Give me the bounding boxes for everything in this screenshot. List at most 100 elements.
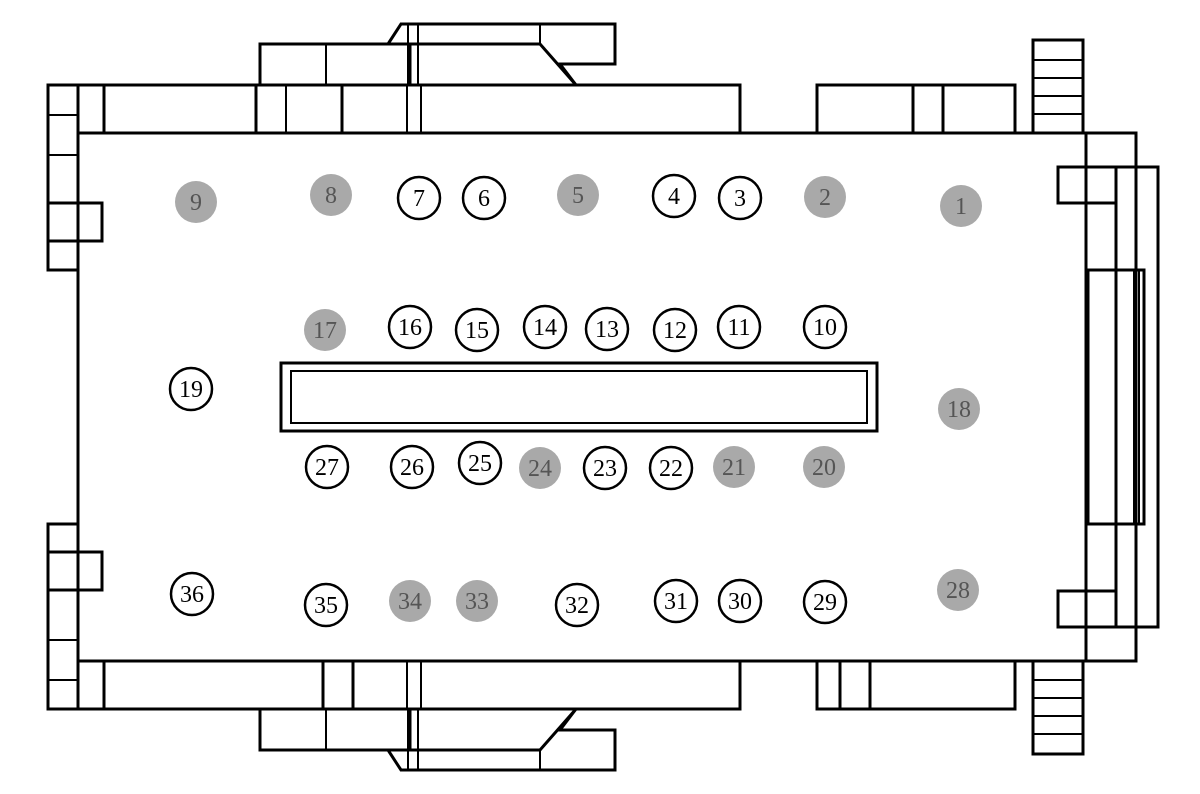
marker-circle <box>937 569 979 611</box>
marker-label: 6 <box>478 186 490 212</box>
marker-label: 19 <box>179 377 203 403</box>
marker-circle <box>304 309 346 351</box>
marker-23: 23 <box>582 445 628 491</box>
marker-label: 20 <box>812 455 836 481</box>
marker-circle <box>804 176 846 218</box>
marker-label: 1 <box>955 194 967 220</box>
marker-30: 30 <box>717 578 763 624</box>
marker-label: 29 <box>813 590 837 616</box>
marker-6: 6 <box>461 175 507 221</box>
marker-21: 21 <box>713 446 755 488</box>
marker-circle <box>304 444 350 490</box>
marker-9: 9 <box>175 181 217 223</box>
marker-32: 32 <box>554 582 600 628</box>
marker-18: 18 <box>938 388 980 430</box>
marker-label: 30 <box>728 589 752 615</box>
marker-2: 2 <box>804 176 846 218</box>
marker-circle <box>169 571 215 617</box>
marker-28: 28 <box>937 569 979 611</box>
marker-label: 32 <box>565 593 589 619</box>
marker-circle <box>554 582 600 628</box>
marker-circle <box>303 582 349 628</box>
marker-label: 8 <box>325 183 337 209</box>
marker-label: 25 <box>468 451 492 477</box>
marker-circle <box>803 446 845 488</box>
marker-circle <box>389 444 435 490</box>
marker-11: 11 <box>716 304 762 350</box>
marker-label: 5 <box>572 183 584 209</box>
marker-label: 12 <box>663 318 687 344</box>
marker-label: 2 <box>819 185 831 211</box>
plan-outline <box>46 22 1160 772</box>
marker-circle <box>713 446 755 488</box>
marker-circle <box>519 447 561 489</box>
marker-label: 17 <box>313 318 337 344</box>
marker-circle <box>584 306 630 352</box>
marker-25: 25 <box>457 440 503 486</box>
marker-22: 22 <box>648 445 694 491</box>
marker-20: 20 <box>803 446 845 488</box>
marker-34: 34 <box>389 580 431 622</box>
marker-label: 33 <box>465 589 489 615</box>
marker-circle <box>717 175 763 221</box>
marker-circle <box>387 304 433 350</box>
marker-circle <box>802 579 848 625</box>
marker-13: 13 <box>584 306 630 352</box>
marker-1: 1 <box>940 185 982 227</box>
marker-5: 5 <box>557 174 599 216</box>
marker-24: 24 <box>519 447 561 489</box>
marker-circle <box>648 445 694 491</box>
marker-label: 15 <box>465 318 489 344</box>
marker-label: 21 <box>722 455 746 481</box>
marker-12: 12 <box>652 307 698 353</box>
left-end-structures <box>46 83 106 711</box>
marker-circle <box>582 445 628 491</box>
marker-3: 3 <box>717 175 763 221</box>
right-end-structures <box>1031 38 1160 756</box>
marker-label: 4 <box>668 184 680 210</box>
marker-circle <box>396 175 442 221</box>
marker-circle <box>802 304 848 350</box>
marker-26: 26 <box>389 444 435 490</box>
marker-29: 29 <box>802 579 848 625</box>
marker-label: 16 <box>398 315 422 341</box>
marker-31: 31 <box>653 578 699 624</box>
marker-8: 8 <box>310 174 352 216</box>
center-slot-outer <box>279 361 879 433</box>
marker-4: 4 <box>651 173 697 219</box>
marker-label: 7 <box>413 186 425 212</box>
marker-circle <box>557 174 599 216</box>
marker-15: 15 <box>454 307 500 353</box>
marker-circle <box>389 580 431 622</box>
marker-circle <box>652 307 698 353</box>
marker-circle <box>454 307 500 353</box>
center-slot-inner <box>290 370 868 424</box>
marker-label: 31 <box>664 589 688 615</box>
marker-circle <box>717 578 763 624</box>
marker-label: 35 <box>314 593 338 619</box>
marker-label: 23 <box>593 456 617 482</box>
marker-circle <box>175 181 217 223</box>
marker-circle <box>522 304 568 350</box>
marker-label: 10 <box>813 315 837 341</box>
marker-circle <box>168 366 214 412</box>
marker-label: 27 <box>315 455 339 481</box>
marker-circle <box>653 578 699 624</box>
marker-circle <box>940 185 982 227</box>
marker-label: 24 <box>528 456 552 482</box>
marker-circle <box>310 174 352 216</box>
marker-label: 9 <box>190 190 202 216</box>
marker-circle <box>461 175 507 221</box>
marker-circle <box>938 388 980 430</box>
marker-33: 33 <box>456 580 498 622</box>
marker-label: 22 <box>659 456 683 482</box>
marker-label: 36 <box>180 582 204 608</box>
marker-35: 35 <box>303 582 349 628</box>
marker-label: 14 <box>533 315 557 341</box>
marker-14: 14 <box>522 304 568 350</box>
bottom-structures <box>76 659 1017 772</box>
marker-label: 13 <box>595 317 619 343</box>
marker-label: 18 <box>947 397 971 423</box>
marker-circle <box>457 440 503 486</box>
